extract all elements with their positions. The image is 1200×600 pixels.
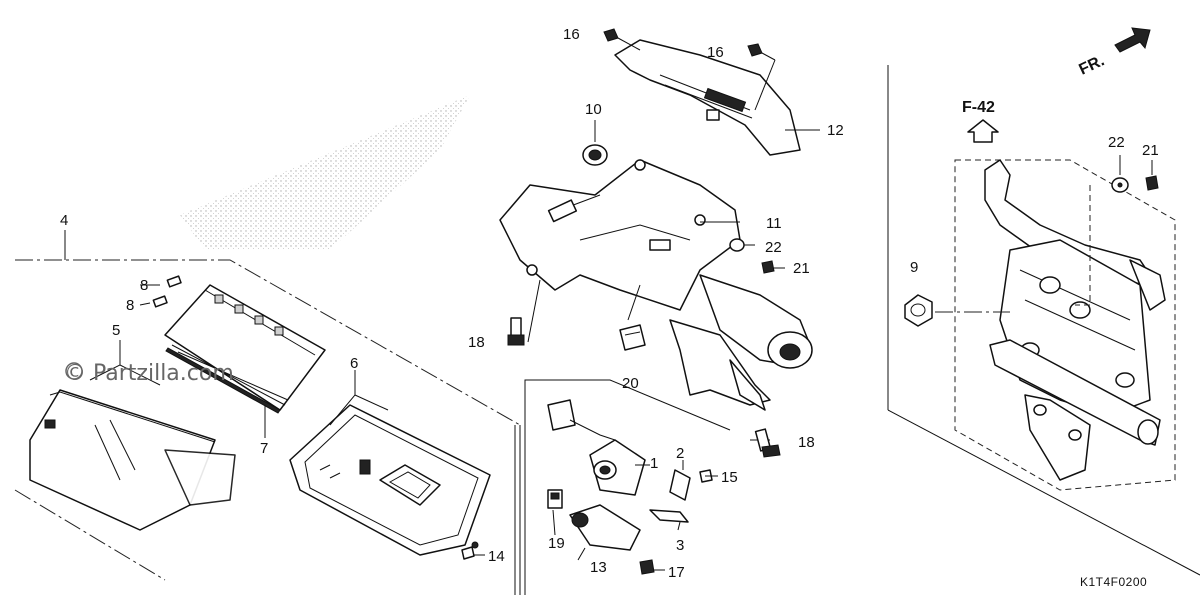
callout-9: 9 (910, 259, 918, 276)
callout-15: 15 (721, 469, 738, 486)
callout-16-left: 16 (563, 26, 580, 43)
callout-18-left: 18 (468, 334, 485, 351)
callout-8-upper: 8 (140, 277, 148, 294)
callout-16-right: 16 (707, 44, 724, 61)
switch-group (524, 379, 781, 595)
callout-5: 5 (112, 322, 120, 339)
meter-assembly-group (14, 230, 521, 595)
callout-2: 2 (676, 445, 684, 462)
callout-18-right: 18 (798, 434, 815, 451)
figure-code: K1T4F0200 (1080, 575, 1147, 589)
callout-labels: 1 2 3 4 5 6 7 8 8 9 10 11 12 13 14 15 16… (60, 26, 1159, 589)
reference-label: F-42 (962, 99, 995, 116)
callout-11: 11 (766, 215, 782, 232)
callout-21-right: 21 (1142, 142, 1159, 159)
callout-22-right: 22 (1108, 134, 1125, 151)
callout-6: 6 (350, 355, 358, 372)
callout-10: 10 (585, 101, 602, 118)
callout-19: 19 (548, 535, 565, 552)
callout-8-lower: 8 (126, 297, 134, 314)
callout-12: 12 (827, 122, 844, 139)
callout-1: 1 (650, 455, 658, 472)
callout-4: 4 (60, 212, 68, 229)
callout-22-center: 22 (765, 239, 782, 256)
watermark: © Partzilla.com (64, 361, 234, 386)
meter-case (289, 404, 491, 556)
stipple-area (180, 95, 470, 250)
meter-unit (164, 284, 326, 414)
front-direction-label: FR. (1077, 52, 1108, 78)
bracket-group (499, 28, 820, 411)
callout-21-center: 21 (793, 260, 810, 277)
callout-20: 20 (622, 375, 639, 392)
meter-lens (29, 389, 236, 531)
frame-group (887, 27, 1200, 576)
callout-3: 3 (676, 537, 684, 554)
callout-13: 13 (590, 559, 607, 576)
callout-14: 14 (488, 548, 505, 565)
callout-17: 17 (668, 564, 685, 581)
callout-7: 7 (260, 440, 268, 457)
